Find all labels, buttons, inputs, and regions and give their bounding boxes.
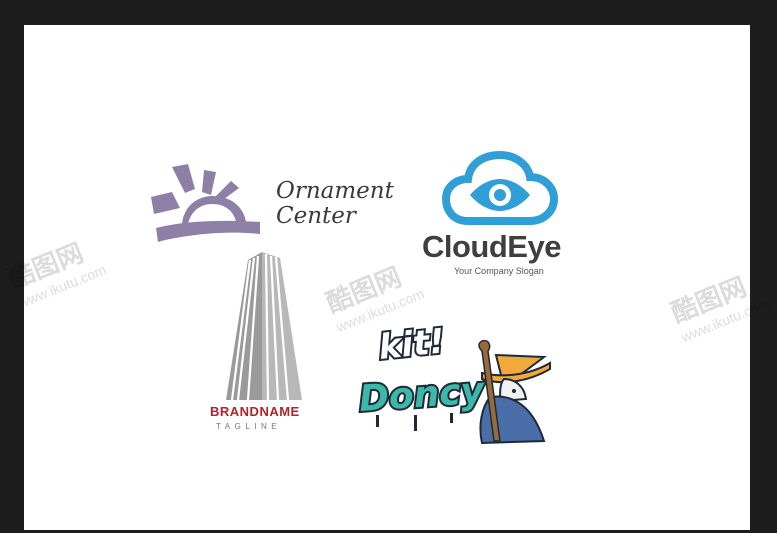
- ornament-center-name: Ornament Center: [276, 179, 394, 229]
- kit-doncy-logo: kit! Doncy: [354, 315, 559, 455]
- skyscraper-icon: [226, 252, 302, 401]
- wizard-figure: [478, 339, 551, 445]
- cloudeye-name: CloudEye: [422, 229, 561, 264]
- cloudeye-slogan: Your Company Slogan: [454, 266, 544, 276]
- cloud-eye-icon: [442, 151, 558, 225]
- drip-marks: [376, 413, 453, 431]
- kit-doncy-graffiti-wizard: kit! Doncy: [356, 319, 551, 445]
- artboard: Ornament Center CloudEye Your Company Sl…: [24, 25, 750, 530]
- brandname-text: BRANDNAME: [210, 404, 300, 419]
- ornament-line2: Center: [276, 203, 356, 229]
- ornament-line1: Ornament: [276, 178, 394, 204]
- ornament-center-logo: Ornament Center: [148, 162, 408, 252]
- cloudeye-logo: CloudEye Your Company Slogan: [422, 151, 602, 281]
- brandname-logo: BRANDNAME TAGLINE: [202, 250, 332, 462]
- sunrise-icon: [151, 164, 260, 242]
- brandname-tagline: TAGLINE: [216, 422, 282, 431]
- doncy-text: Doncy: [358, 370, 487, 420]
- kit-text: kit!: [377, 321, 447, 368]
